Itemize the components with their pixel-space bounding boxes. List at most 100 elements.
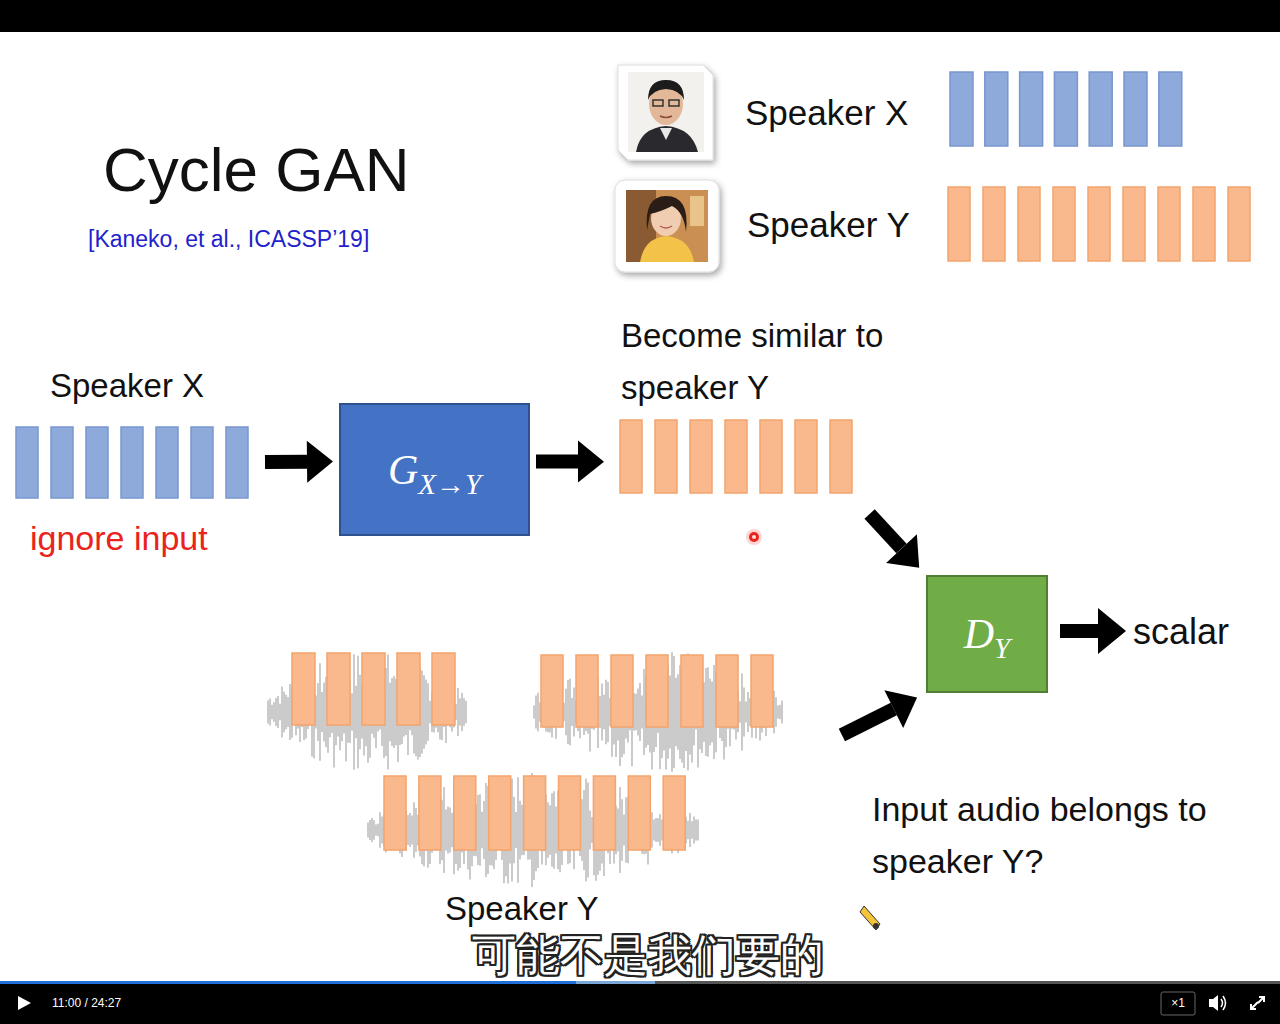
video-control-bar (0, 982, 1280, 1024)
feature-bar (655, 420, 677, 493)
group-heading: Become similar to speaker Y (621, 310, 889, 414)
feature-bar (384, 776, 406, 850)
math-symbol: DY (964, 610, 1010, 658)
feature-bar (611, 655, 633, 727)
feature-bar (1228, 187, 1250, 261)
progress-buffer (0, 981, 655, 984)
feature-bar (454, 776, 476, 850)
feature-bar (1020, 72, 1043, 146)
speaker-label: Speaker Y (747, 205, 910, 245)
math-subscript: Y (994, 632, 1010, 664)
feature-bar (121, 427, 143, 498)
feature-bar (226, 427, 248, 498)
play-button (18, 996, 31, 1010)
discriminator-box: DY (926, 575, 1048, 693)
feature-bar (681, 655, 703, 727)
feature-bar (541, 655, 563, 727)
laser-pointer-center (752, 535, 756, 539)
question-note: Input audio belongs to speaker Y? (872, 783, 1244, 887)
output-arrow (1060, 608, 1126, 654)
feature-bar (16, 427, 38, 498)
math-symbol: GX→Y (388, 446, 481, 494)
feature-bar (1158, 187, 1180, 261)
feature-bar (489, 776, 511, 850)
laser-pointer (746, 529, 762, 545)
speed-button (1161, 992, 1195, 1015)
feature-bar (690, 420, 712, 493)
feature-bar (86, 427, 108, 498)
feature-bar (1123, 187, 1145, 261)
arrow-shaft (870, 514, 902, 549)
video-subtitle: 可能不是我们要的 (472, 926, 824, 985)
feature-bar (191, 427, 213, 498)
note-text: ignore input (30, 519, 208, 558)
feature-bar (985, 72, 1008, 146)
speaker-y-samples: Speaker Y (265, 640, 790, 935)
output-label: scalar (1133, 611, 1229, 653)
audio-waveform (534, 652, 782, 772)
feature-bar (559, 776, 581, 850)
flow-arrow (842, 690, 917, 735)
feature-bar (620, 420, 642, 493)
feature-bar (716, 655, 738, 727)
arrow-head (578, 441, 604, 483)
feature-bar (327, 653, 350, 725)
progress-played (0, 981, 576, 984)
feature-bar (830, 420, 852, 493)
feature-bar (1088, 187, 1110, 261)
generator-box: GX→Y (339, 403, 530, 536)
feature-bar (751, 655, 773, 727)
feature-bar (156, 427, 178, 498)
video-top-bar (0, 0, 1280, 32)
progress-track (0, 981, 1280, 984)
flow-arrow (536, 441, 604, 483)
pen-cursor (860, 906, 880, 930)
video-time: 11:00 / 24:27 (52, 996, 121, 1010)
math-subscript: X→Y (418, 468, 481, 500)
speaker-label: Speaker X (745, 93, 908, 133)
feature-bar (1018, 187, 1040, 261)
laser-pointer-core (749, 532, 759, 542)
audio-waveform (368, 773, 698, 887)
feature-bar (1159, 72, 1182, 146)
feature-bar (1193, 187, 1215, 261)
arrow-shaft (536, 455, 578, 469)
feature-bar (397, 653, 420, 725)
group-heading: Speaker X (50, 367, 204, 405)
feature-bar (1089, 72, 1112, 146)
volume-icon (1209, 995, 1226, 1011)
input-feature-group: Speaker X (15, 365, 251, 500)
speaker-x-photo (618, 65, 713, 160)
arrow-head (307, 441, 333, 483)
feature-bar (950, 72, 973, 146)
feature-bar (663, 776, 685, 850)
feature-bar (419, 776, 441, 850)
group-heading: Speaker Y (445, 890, 599, 928)
feature-bar (1054, 72, 1077, 146)
feature-bar (628, 776, 650, 850)
arrow-shaft (842, 709, 894, 735)
flow-arrow (870, 514, 920, 568)
feature-bar (524, 776, 546, 850)
feature-bar (1053, 187, 1075, 261)
feature-bar (725, 420, 747, 493)
feature-bar (1124, 72, 1147, 146)
arrow-shaft (265, 455, 307, 469)
citation: [Kaneko, et al., ICASSP’19] (88, 226, 369, 253)
flow-arrow (265, 441, 333, 483)
playback-speed: ×1 (1161, 996, 1195, 1010)
feature-bar (948, 187, 970, 261)
feature-bar (760, 420, 782, 493)
speaker-y-photo (615, 180, 719, 272)
feature-bar (593, 776, 615, 850)
feature-bar (646, 655, 668, 727)
feature-bar (795, 420, 817, 493)
fullscreen-icon (1251, 997, 1264, 1009)
output-feature-group: Become similar to speaker Y (618, 310, 890, 495)
feature-bar (292, 653, 315, 725)
feature-bar (362, 653, 385, 725)
feature-bar (432, 653, 455, 725)
feature-bar (576, 655, 598, 727)
feature-bar (983, 187, 1005, 261)
